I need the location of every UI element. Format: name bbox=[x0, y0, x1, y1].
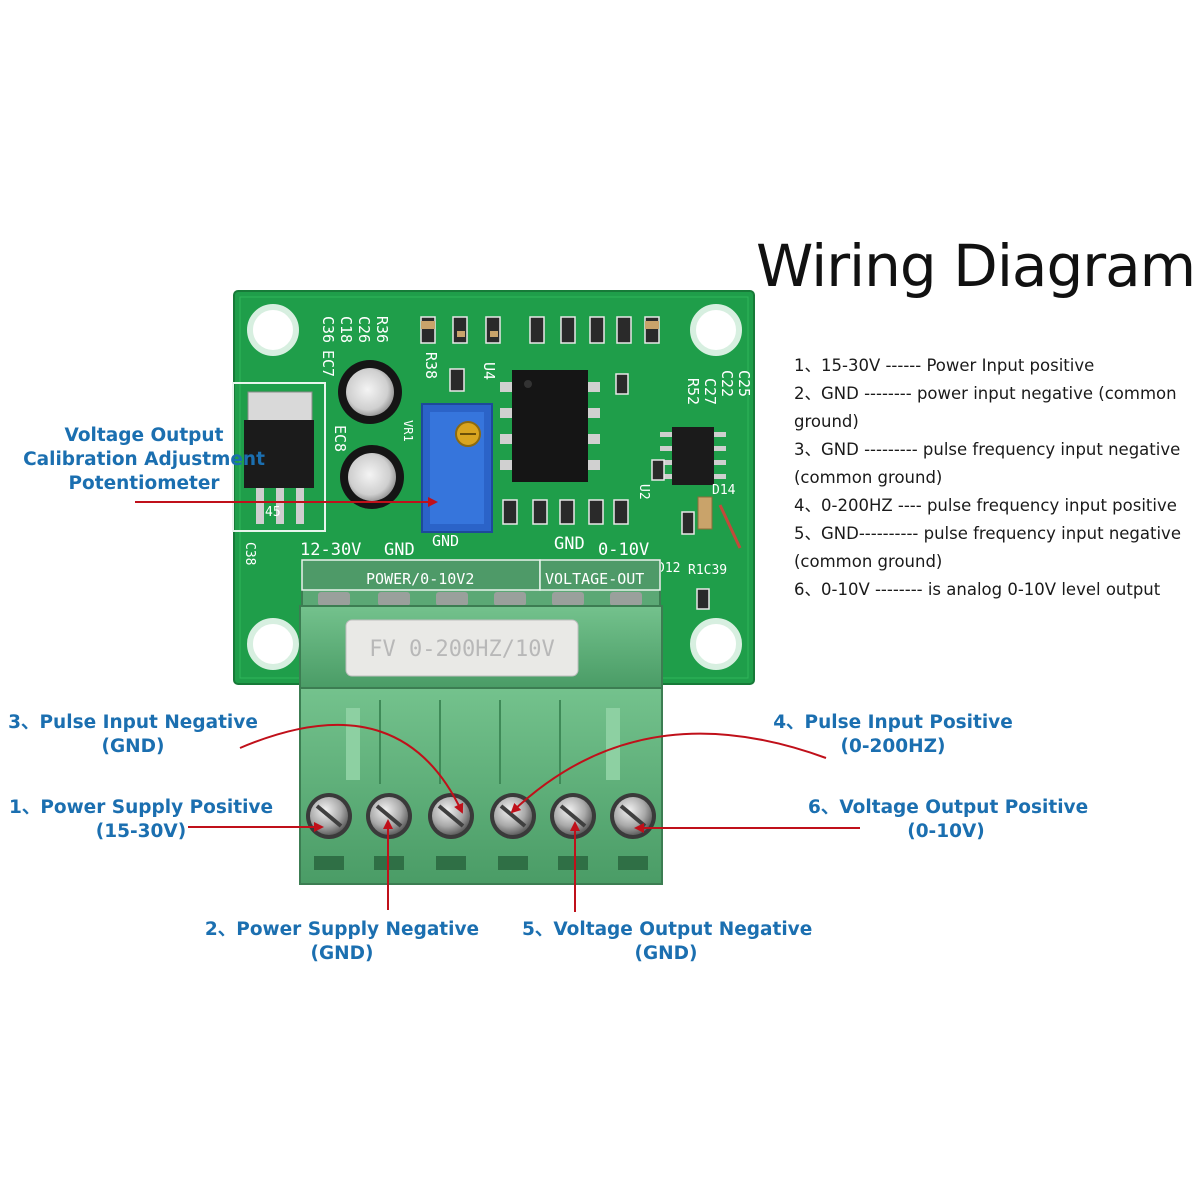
legend-item-2: 2、GND -------- power input negative (com… bbox=[794, 384, 1177, 431]
callout-terminal-2: 2、Power Supply Negative (GND) bbox=[204, 918, 480, 966]
callout-terminal-2-line1: 2、Power Supply Negative bbox=[204, 919, 480, 940]
silk-ref-c22: C22 bbox=[718, 370, 736, 397]
silk-ref-ec7: EC7 bbox=[319, 350, 337, 377]
terminal-1-screw bbox=[306, 793, 352, 839]
callout-terminal-5: 5、Voltage Output Negative (GND) bbox=[522, 918, 813, 966]
callout-terminal-5-line2: (GND) bbox=[634, 943, 698, 964]
silk-gnd-pot: GND bbox=[432, 532, 459, 550]
arrow-terminal-4 bbox=[510, 732, 827, 814]
terminal-5-screw bbox=[550, 793, 596, 839]
capacitor-ec8 bbox=[340, 445, 404, 509]
callout-terminal-4: 4、Pulse Input Positive (0-200HZ) bbox=[768, 711, 1018, 759]
tantalum-caps bbox=[421, 321, 659, 337]
silk-ref-c26: C26 bbox=[355, 316, 373, 343]
soic-ic bbox=[660, 427, 726, 485]
terminal-block: POWER/0-10V2 VOLTAGE-OUT FV 0-200HZ/10V bbox=[299, 559, 663, 885]
silk-ref-c18: C18 bbox=[337, 316, 355, 343]
callout-terminal-4-line1: 4、Pulse Input Positive bbox=[773, 712, 1013, 733]
mounting-hole-tr bbox=[690, 304, 742, 356]
callout-potentiometer-line3: Potentiometer bbox=[68, 473, 220, 494]
connector-label: FV 0-200HZ/10V bbox=[369, 637, 554, 662]
silk-gnd-left: GND bbox=[384, 540, 415, 560]
silk-ref-r52: R52 bbox=[684, 378, 702, 405]
callout-terminal-3-line1: 3、Pulse Input Negative bbox=[8, 712, 258, 733]
silk-ref-c38: C38 bbox=[242, 542, 257, 565]
smd-components bbox=[420, 316, 710, 610]
silk-ref-u2: U2 bbox=[636, 484, 651, 500]
silk-gnd-right: GND bbox=[554, 534, 585, 554]
silk-0-10v: 0-10V bbox=[598, 540, 649, 560]
silk-12-30v: 12-30V bbox=[300, 540, 361, 560]
silk-ref-r1c39: R1C39 bbox=[688, 563, 727, 578]
callout-terminal-5-line1: 5、Voltage Output Negative bbox=[522, 919, 813, 940]
legend-item-4: 4、0-200HZ ---- pulse frequency input pos… bbox=[794, 496, 1177, 515]
callout-potentiometer-line1: Voltage Output bbox=[64, 425, 224, 446]
legend-item-5: 5、GND---------- pulse frequency input ne… bbox=[794, 524, 1181, 571]
mounting-hole-br bbox=[690, 618, 742, 670]
silk-ref-45: 45 bbox=[265, 505, 281, 520]
silk-power-label: POWER/0-10V2 bbox=[366, 570, 474, 588]
callout-terminal-6-line2: (0-10V) bbox=[907, 821, 985, 842]
terminal-2-screw bbox=[366, 793, 412, 839]
legend-item-1: 1、15-30V ------ Power Input positive bbox=[794, 356, 1095, 375]
callout-terminal-1-line1: 1、Power Supply Positive bbox=[8, 797, 274, 818]
dip-ic bbox=[500, 370, 600, 482]
legend-item-3: 3、GND --------- pulse frequency input ne… bbox=[794, 440, 1181, 487]
silk-ref-u4: U4 bbox=[480, 362, 498, 380]
silk-ref-r38: R38 bbox=[422, 352, 440, 379]
diode-d14 bbox=[697, 496, 742, 549]
silk-ref-ec8: EC8 bbox=[331, 425, 349, 452]
callout-potentiometer-line2: Calibration Adjustment bbox=[23, 449, 265, 470]
callout-terminal-6-line1: 6、Voltage Output Positive bbox=[808, 797, 1089, 818]
terminal-6-screw bbox=[610, 793, 656, 839]
capacitor-ec7 bbox=[338, 360, 402, 424]
diagram-title: Wiring Diagram bbox=[756, 232, 1196, 300]
silk-ref-vr1: VR1 bbox=[401, 420, 415, 442]
callout-terminal-6: 6、Voltage Output Positive (0-10V) bbox=[808, 796, 1089, 844]
terminal-screws bbox=[306, 793, 656, 839]
silk-ref-r36: R36 bbox=[373, 316, 391, 343]
mounting-hole-tl bbox=[247, 304, 299, 356]
terminal-3-screw bbox=[428, 793, 474, 839]
wiring-legend: 1、15-30V ------ Power Input positive 2、G… bbox=[794, 352, 1192, 604]
silk-ref-c27: C27 bbox=[701, 378, 719, 405]
callout-terminal-3: 3、Pulse Input Negative (GND) bbox=[6, 711, 260, 759]
silk-ref-d14: D14 bbox=[712, 483, 736, 498]
trim-potentiometer bbox=[421, 403, 493, 533]
callout-terminal-1: 1、Power Supply Positive (15-30V) bbox=[6, 796, 276, 844]
arrow-terminal-3 bbox=[239, 723, 464, 814]
terminal-dividers bbox=[379, 700, 561, 784]
header-pins bbox=[318, 592, 642, 606]
callout-terminal-2-line2: (GND) bbox=[310, 943, 374, 964]
mounting-hole-bl bbox=[247, 618, 299, 670]
terminal-4-screw bbox=[490, 793, 536, 839]
silk-voltage-out-label: VOLTAGE-OUT bbox=[545, 570, 644, 588]
callout-terminal-1-line2: (15-30V) bbox=[95, 821, 187, 842]
silk-ref-c36: C36 bbox=[319, 316, 337, 343]
callout-potentiometer: Voltage Output Calibration Adjustment Po… bbox=[14, 424, 274, 496]
silkscreen: R36 C26 C18 C36 EC7 R38 U4 EC8 VR1 C25 C… bbox=[242, 316, 753, 578]
callout-arrows bbox=[135, 497, 860, 912]
voltage-regulator bbox=[232, 382, 326, 532]
silk-ref-d12: D12 bbox=[657, 561, 680, 576]
callout-terminal-3-line2: (GND) bbox=[101, 736, 165, 757]
silk-ref-c25: C25 bbox=[735, 370, 753, 397]
legend-item-6: 6、0-10V -------- is analog 0-10V level o… bbox=[794, 580, 1161, 599]
callout-terminal-4-line2: (0-200HZ) bbox=[840, 736, 946, 757]
